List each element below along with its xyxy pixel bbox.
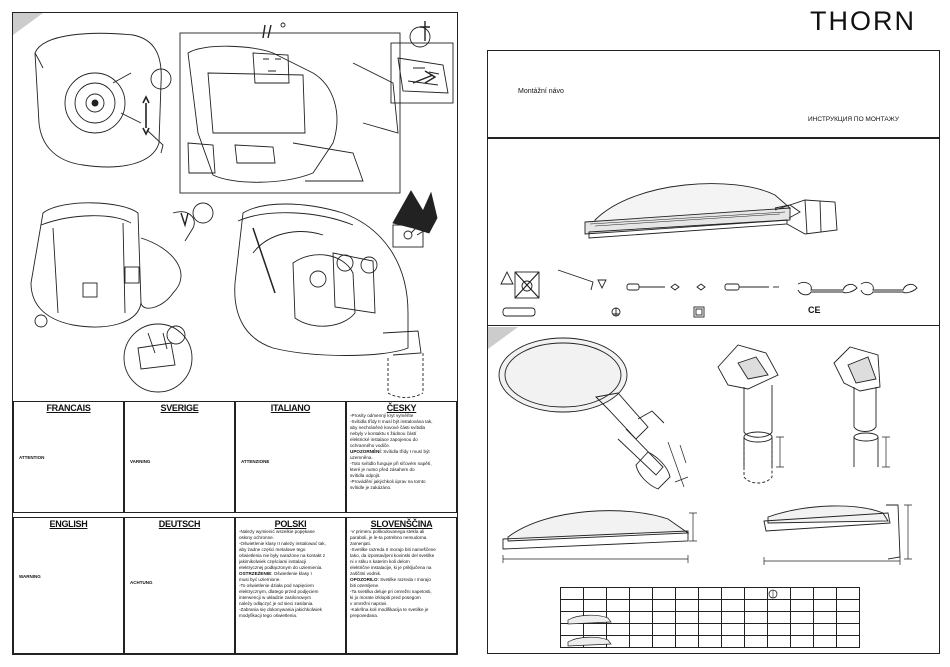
lang-box-francais: FRANCAIS ATTENTION (13, 401, 124, 513)
text-line: jakimikolwiek częściami instalacji (239, 559, 307, 565)
warning-label: VARNING (130, 459, 151, 464)
text-line: interwencji w układzie zasilonowym (239, 595, 311, 601)
lang-box-italiano: ITALIANO ATTENZIONE (235, 401, 346, 513)
text-line: aby żadne części metalowe tego (239, 547, 306, 553)
text-line: biti ozemljene. (350, 583, 380, 589)
text-line: svítidle je zakázáno. (350, 485, 392, 491)
title-czech: Montážní návo (518, 88, 564, 95)
lang-box-slovenscina: SLOVENŠČINA -V primeru poškodovanega ste… (346, 517, 457, 654)
text-line: které je nutno před zásahem do (350, 467, 415, 473)
text-line: -Prosíty odmenný kryt vyměňte (350, 413, 414, 419)
warning-line: UPOZORNĚNÍ: Svítidla třídy I musí být (350, 449, 453, 455)
text-line: -Provádění jakýchkoli úprav na tomto (350, 479, 426, 485)
text-line: elektrycznej podłączonym do uziemienia. (239, 565, 323, 571)
installation-illustrations (30, 21, 454, 398)
warning-label: ACHTUNG (130, 580, 153, 585)
luminaire-side-view (584, 183, 838, 239)
text-line: -Kakršna koli modifikacija te svetilke j… (350, 607, 429, 613)
text-line: -Należy wymienić wszelkie popękane (239, 529, 315, 535)
text-line: -Toto svítidlo funguje při síťovém napět… (350, 461, 432, 467)
text-line: -Zabrania się dokonywania jakichkolwiek (239, 607, 322, 613)
lang-title: SVERIGE (160, 403, 199, 413)
text-line: -Svetilke razreda II morajo biti namešče… (350, 547, 436, 553)
instruction-text: -Prosíty odmenný kryt vyměňte -Svítidla … (350, 413, 453, 491)
text-line: -To oświetlenie działa pod napięciem (239, 583, 314, 589)
warning-text: : Svítidla třídy I musí být (380, 449, 430, 455)
text-line: należy odłączyć je od sieci zasilania. (239, 601, 314, 607)
corner-triangle-right (488, 327, 518, 349)
lang-title: ITALIANO (270, 403, 311, 413)
text-line: oświetlenia nie były narażone na kontakt… (239, 553, 326, 559)
text-line: -Svítidla třídy II musí být instalována … (350, 419, 433, 425)
lang-box-polski: POLSKI -Należy wymienić wszelkie popękan… (235, 517, 346, 654)
lang-title: SLOVENŠČINA (370, 519, 433, 529)
warning-text: : Oświetlenie klasy I (271, 571, 312, 577)
text-line: -V primeru poškodovanega stekla ali (350, 529, 425, 535)
warning-label: WARNING (19, 574, 41, 579)
text-line: uzemněna. (350, 455, 373, 461)
lang-box-cesky: ČESKY -Prosíty odmenný kryt vyměňte -Sví… (346, 401, 457, 513)
lang-title: ENGLISH (49, 519, 88, 529)
instruction-text: -Należy wymienić wszelkie popękane osłon… (239, 529, 342, 619)
text-line: električne instalacije, ki je priključen… (350, 565, 432, 571)
text-line: v omrežni napravi. (350, 601, 388, 607)
table-row (560, 587, 860, 600)
ce-mark: CE (808, 305, 821, 315)
text-line: prepovedana. (350, 613, 379, 619)
text-line: ni v stiku s katerim koli delom (350, 559, 410, 565)
text-line: zamenjati. (350, 541, 371, 547)
warning-label: OPOZORILO (350, 577, 378, 583)
text-line: modyfikacji tego oświetlenia. (239, 613, 298, 619)
warning-label: ATTENZIONE (241, 459, 270, 464)
lang-title: DEUTSCH (158, 519, 201, 529)
warning-label: UPOZORNĚNÍ (350, 449, 381, 455)
thorn-logo: THORN (810, 6, 916, 36)
warning-line: OSTRZEŻENIE: Oświetlenie klasy I (239, 571, 342, 577)
weight-icon (768, 589, 778, 599)
text-line: aby nechráněné kovové části svítidla (350, 425, 426, 431)
text-line: ki jo morate izklopiti pred posegom (350, 595, 421, 601)
title-russian: ИНСТРУКЦИЯ ПО МОНТАЖУ (808, 116, 899, 123)
header-section (487, 50, 940, 138)
text-line: zaščitni vodnik. (350, 571, 382, 577)
lang-box-english: ENGLISH WARNING (13, 517, 124, 654)
left-page (12, 12, 458, 655)
text-line: musi być uziemione. (239, 577, 281, 583)
text-line: elektrycznym, dlatego przed podjęciem (239, 589, 319, 595)
lang-title: POLSKI (274, 519, 307, 529)
lang-title: ČESKY (386, 403, 417, 413)
mounting-diagrams (498, 337, 912, 565)
text-line: elektrické instalace zapojenou do (350, 437, 418, 443)
text-line: nebyly v kontaktu s žádnou částí (350, 431, 417, 437)
lang-title: FRANCAIS (46, 403, 91, 413)
lang-box-sverige: SVERIGE VARNING (124, 401, 235, 513)
lang-box-deutsch: DEUTSCH ACHTUNG (124, 517, 235, 654)
text-line: osłony ochronne. (239, 535, 274, 541)
text-line: tako, da izpostavljeni kovinski del svet… (350, 553, 435, 559)
tools-icon-strip (500, 269, 918, 318)
text-line: ochranného vodiče. (350, 443, 391, 449)
instruction-text: -V primeru poškodovanega stekla ali para… (350, 529, 453, 619)
text-line: svítidla odpojit. (350, 473, 381, 479)
warning-text: : Svetilke razreda I morajo (377, 577, 431, 583)
text-line: -Ta svetilka deluje pri omrežni napetost… (350, 589, 432, 595)
warning-line: OPOZORILO: Svetilke razreda I morajo (350, 577, 453, 583)
text-line: -Oświetlenie klasy II należy instalować … (239, 541, 326, 547)
product-section (487, 138, 940, 326)
text-line: paraboli, je le-ta potrebno nemudoma (350, 535, 427, 541)
table-thumbnails (567, 614, 612, 647)
warning-label: ATTENTION (19, 455, 45, 460)
warning-label: OSTRZEŻENIE (239, 571, 272, 577)
corner-triangle-left (13, 13, 43, 35)
table-row (560, 599, 860, 612)
